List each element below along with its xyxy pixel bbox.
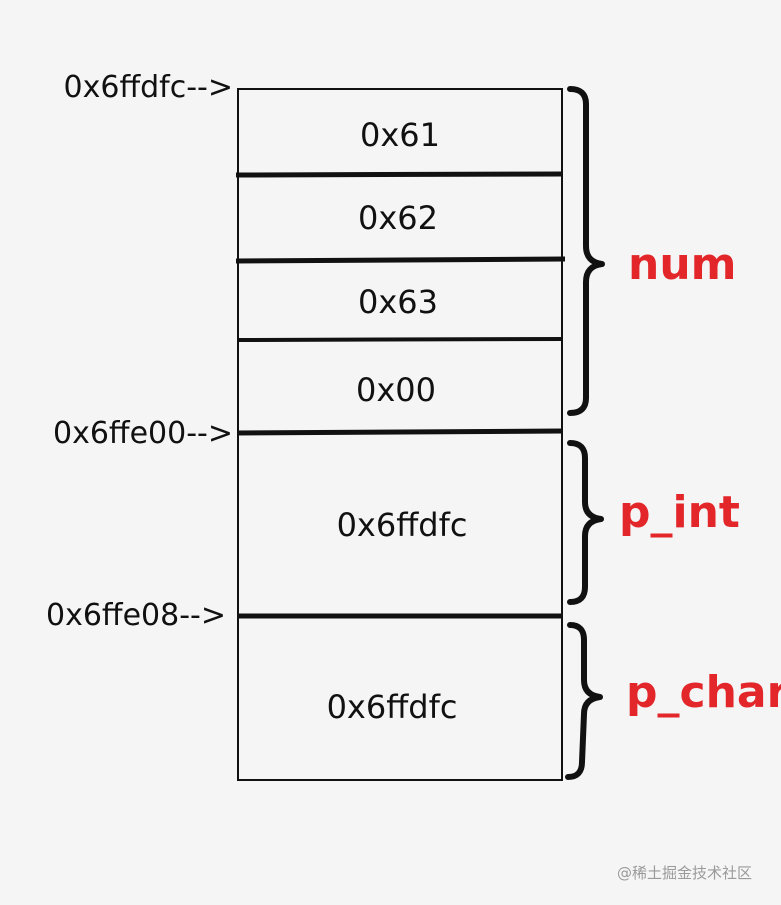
cell-value: 0x6ffdfc [337, 506, 468, 544]
variable-label-p-char: p_char [626, 667, 781, 718]
cell-value: 0x61 [360, 116, 440, 154]
cell-value: 0x63 [358, 283, 438, 321]
brace-p-int [567, 440, 604, 605]
cell-divider [236, 428, 564, 436]
address-marker: 0x6ffe08--> [46, 598, 226, 633]
brace-p-char [565, 622, 603, 780]
address-marker: 0x6ffe00--> [53, 416, 233, 451]
cell-value: 0x62 [358, 199, 438, 237]
cell-divider [236, 337, 564, 342]
brace-num [567, 86, 605, 416]
cell-divider [235, 171, 564, 178]
address-marker: 0x6ffdfc--> [64, 70, 233, 105]
cell-value: 0x6ffdfc [327, 688, 458, 726]
variable-label-p-int: p_int [619, 487, 740, 538]
variable-label-num: num [628, 239, 737, 290]
cell-value: 0x00 [356, 371, 436, 409]
cell-divider [235, 256, 566, 264]
watermark: @稀土掘金技术社区 [617, 864, 752, 882]
